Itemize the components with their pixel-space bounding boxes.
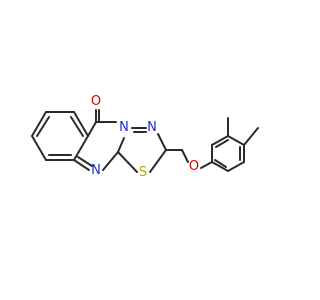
- aryl-ring-bond: [211, 135, 229, 146]
- aryl-ring-bond: [211, 161, 229, 172]
- benzo-ring-inner-bond: [36, 116, 50, 137]
- thiadiazole-bond: [117, 151, 138, 173]
- bonds-group: [31, 109, 259, 173]
- aryl-ring-inner-bond: [214, 159, 227, 168]
- atom-label-n-quinazoline: N: [91, 163, 101, 178]
- ring-bond: [117, 137, 125, 153]
- benzo-ring-bond: [31, 135, 47, 161]
- ring-bond: [73, 159, 90, 171]
- ring-bond: [102, 151, 119, 171]
- atom-label-n-thiadiazole: N: [147, 120, 157, 135]
- ch2-o-bond: [181, 149, 189, 163]
- ring-bond: [87, 121, 97, 137]
- benzo-ring-bond: [73, 111, 89, 137]
- ring-inner-bond: [77, 156, 93, 167]
- benzo-ring-inner-bond: [70, 116, 84, 137]
- benzo-ring-bond: [31, 111, 47, 137]
- atom-label-o-carbonyl: O: [91, 94, 101, 109]
- atom-label-s-thiadiazole: S: [139, 165, 147, 180]
- benzo-ring-bond: [73, 135, 89, 161]
- o-aryl-bond: [200, 161, 213, 169]
- aryl-ring-bond: [227, 135, 245, 146]
- aryl-ring-inner-bond: [215, 139, 229, 148]
- molecule-structure-diagram: O N N N S O: [0, 0, 300, 300]
- atom-labels-group: O N N N S O: [91, 94, 199, 180]
- aryl-ring-bond: [227, 161, 245, 172]
- atom-label-n-bridge: N: [119, 120, 129, 135]
- thiadiazole-bond: [157, 133, 167, 151]
- canvas-background: [0, 0, 300, 300]
- atom-label-o-ether: O: [189, 159, 199, 174]
- methyl-bond: [243, 127, 259, 146]
- thiadiazole-bond: [149, 149, 167, 173]
